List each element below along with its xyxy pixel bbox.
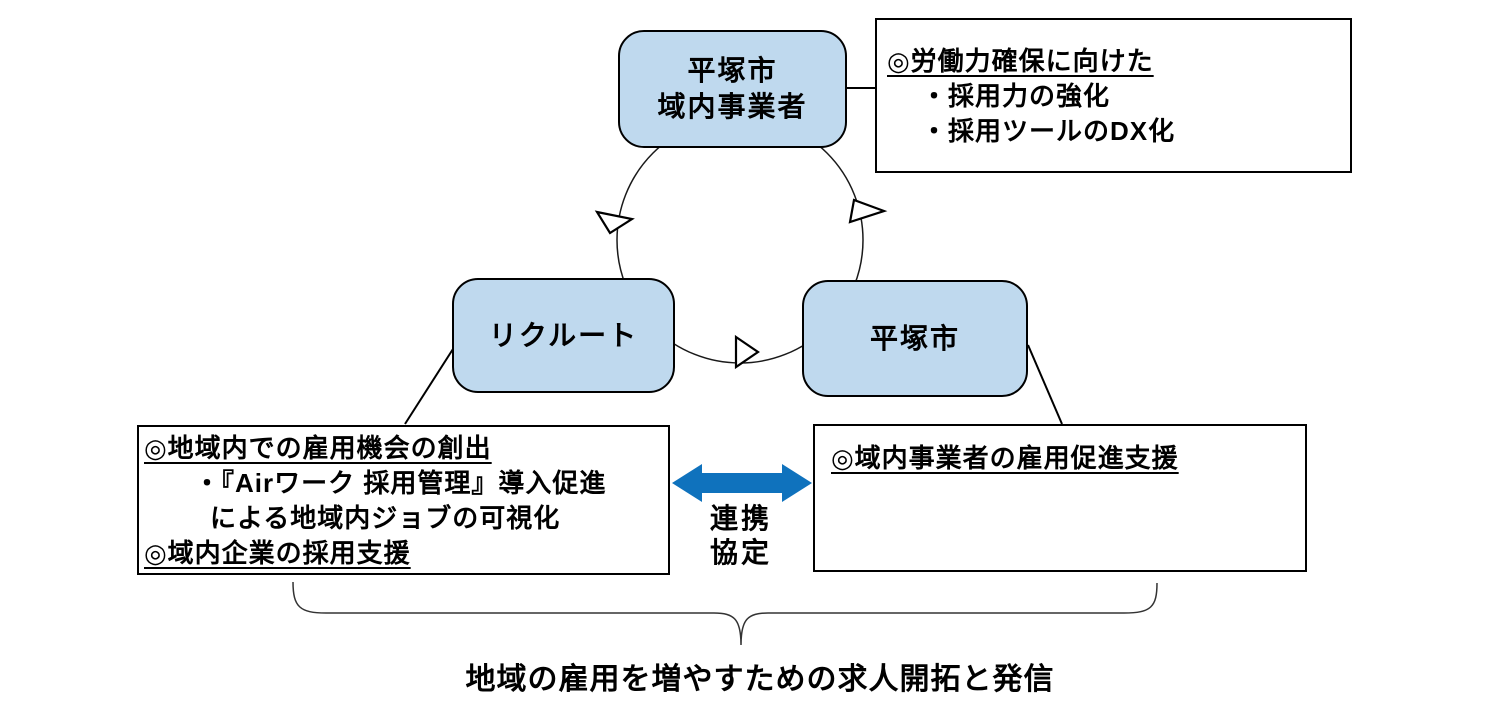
callout-business-item: ・採用ツールのDX化 bbox=[921, 116, 1176, 146]
partnership-label-line2: 協定 bbox=[709, 537, 772, 568]
connector-recruit-note bbox=[404, 348, 454, 425]
node-business: 平塚市 域内事業者 bbox=[618, 30, 847, 148]
callout-recruit-note: ◎地域内での雇用機会の創出 ・『Airワーク 採用管理』導入促進 による地域内ジ… bbox=[137, 425, 670, 575]
callout-recruit-bullet-line2: による地域内ジョブの可視化 bbox=[210, 503, 561, 533]
partnership-double-arrow bbox=[672, 464, 812, 502]
callout-city-note: ◎域内事業者の雇用促進支援 bbox=[813, 424, 1307, 572]
callout-city-heading: ◎域内事業者の雇用促進支援 bbox=[831, 443, 1179, 473]
summary-brace bbox=[292, 581, 1158, 646]
partnership-label: 連携 協定 bbox=[667, 502, 815, 570]
connector-city-note bbox=[1027, 344, 1063, 425]
callout-business-heading: ◎労働力確保に向けた bbox=[887, 46, 1154, 76]
node-city-label: 平塚市 bbox=[869, 322, 960, 354]
callout-recruit-heading1: ◎地域内での雇用機会の創出 bbox=[144, 433, 492, 463]
node-recruit-label: リクルート bbox=[488, 319, 639, 351]
cycle-arrowhead-left-icon bbox=[594, 210, 635, 235]
node-city: 平塚市 bbox=[802, 280, 1028, 397]
diagram-caption: 地域の雇用を増やすための求人開拓と発信 bbox=[465, 663, 1055, 696]
node-business-line2: 域内事業者 bbox=[657, 91, 808, 122]
callout-recruit-heading2: ◎域内企業の採用支援 bbox=[144, 538, 411, 568]
partnership-label-line1: 連携 bbox=[709, 503, 772, 534]
cycle-arrowhead-right-icon bbox=[848, 198, 888, 224]
callout-recruit-bullet-line1: ・『Airワーク 採用管理』導入促進 bbox=[194, 468, 607, 498]
node-recruit: リクルート bbox=[452, 278, 675, 393]
callout-business-item: ・採用力の強化 bbox=[921, 81, 1111, 111]
node-business-line1: 平塚市 bbox=[687, 55, 778, 86]
callout-business-note: ◎労働力確保に向けた ・採用力の強化 ・採用ツールのDX化 bbox=[875, 18, 1352, 173]
cycle-arrowhead-bottom-icon bbox=[734, 334, 760, 370]
